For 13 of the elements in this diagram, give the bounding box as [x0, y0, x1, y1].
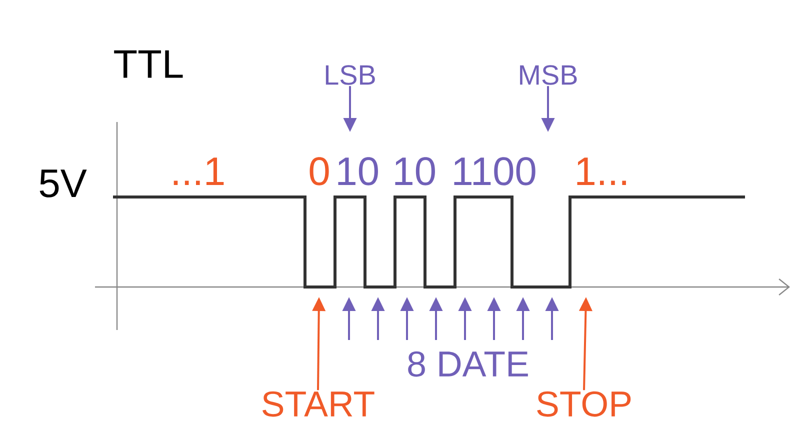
arrow-label: 8 DATE — [408, 351, 528, 377]
bit-label: 1100 — [454, 157, 536, 186]
arrow-label: MSB — [520, 65, 577, 85]
bit-label: 10 — [338, 157, 378, 186]
level-label: 5V — [40, 170, 87, 198]
bit-label: 0 — [310, 157, 329, 186]
bit-label: 10 — [395, 157, 435, 186]
arrow-label: STOP — [537, 391, 631, 417]
bit-label: ...1 — [174, 158, 224, 185]
arrow-label: LSB — [326, 65, 375, 85]
axis-label: TTL — [114, 50, 183, 78]
arrow-label: START — [262, 391, 374, 417]
bit-label: 1... — [577, 158, 626, 185]
